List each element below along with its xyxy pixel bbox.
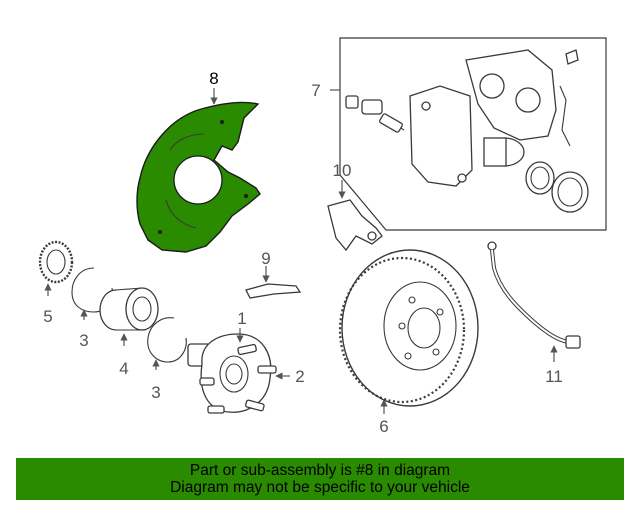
shield-hub-hole bbox=[173, 155, 223, 205]
tone-ring-part-5[interactable] bbox=[38, 240, 74, 284]
label-3a: 3 bbox=[79, 331, 88, 350]
snap-ring-part-3b[interactable] bbox=[147, 317, 187, 363]
footer-banner: Part or sub-assembly is #8 in diagram Di… bbox=[16, 458, 624, 500]
caliper-assembly-part-7[interactable] bbox=[339, 37, 607, 231]
label-9: 9 bbox=[261, 249, 270, 268]
label-2: 2 bbox=[295, 367, 304, 386]
wheel-bearing-part-4[interactable] bbox=[99, 287, 159, 331]
label-10: 10 bbox=[333, 161, 352, 180]
label-4: 4 bbox=[119, 359, 128, 378]
brake-hose-part-11[interactable] bbox=[487, 241, 581, 349]
dust-shield-part-8[interactable] bbox=[136, 101, 261, 253]
wheel-studs bbox=[199, 343, 277, 414]
abs-sensor-part-10[interactable] bbox=[327, 199, 383, 252]
footer-banner-bg bbox=[16, 458, 624, 500]
label-1: 1 bbox=[237, 309, 246, 328]
wheel-hub-part-1[interactable] bbox=[187, 333, 277, 414]
label-3b: 3 bbox=[151, 383, 160, 402]
label-5: 5 bbox=[43, 307, 52, 326]
label-8: 8 bbox=[209, 69, 218, 88]
label-6: 6 bbox=[379, 417, 388, 436]
label-11: 11 bbox=[545, 367, 563, 386]
label-7: 7 bbox=[311, 81, 320, 100]
brake-rotor-part-6[interactable] bbox=[338, 249, 479, 407]
clip-part-9[interactable] bbox=[245, 283, 302, 299]
footer-line-2: Diagram may not be specific to your vehi… bbox=[170, 479, 470, 496]
footer-line-1: Part or sub-assembly is #8 in diagram bbox=[189, 462, 451, 479]
